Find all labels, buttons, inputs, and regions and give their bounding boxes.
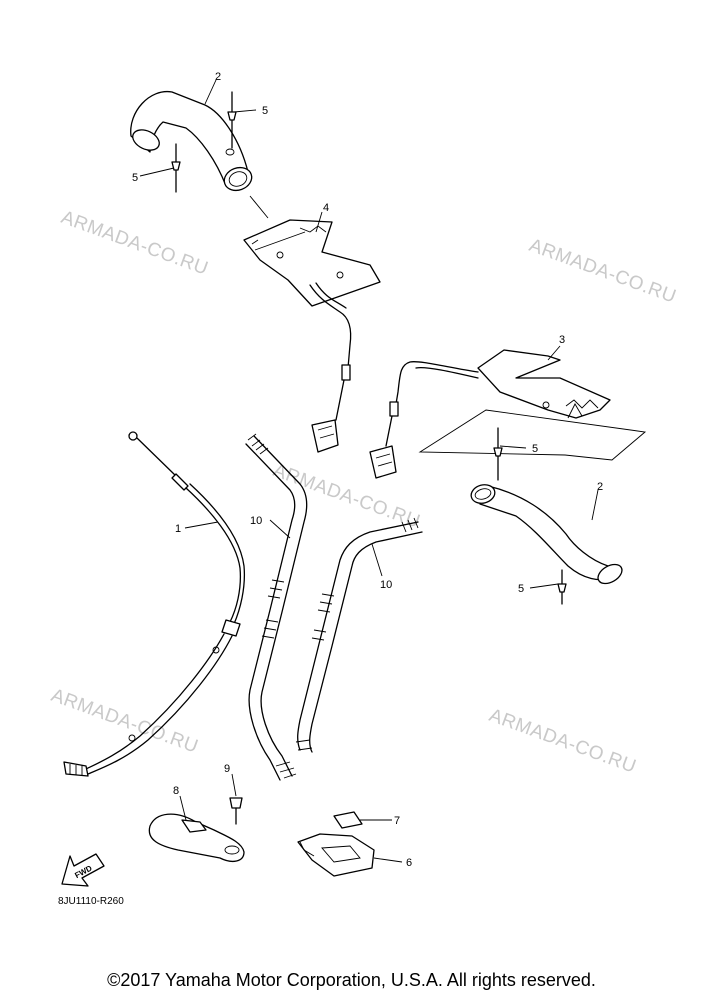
part-5-rivet-upper-1 xyxy=(227,91,237,149)
part-10-hose-right xyxy=(295,517,423,753)
part-9-screw xyxy=(229,797,243,825)
callout-5-right-1: 5 xyxy=(532,443,538,455)
callout-2-right: 2 xyxy=(597,481,603,493)
callout-5-upper-2: 5 xyxy=(132,172,138,184)
part-1-cable xyxy=(63,431,246,777)
callout-7: 7 xyxy=(394,815,400,827)
callout-4: 4 xyxy=(323,202,329,214)
part-5-rivet-right-1 xyxy=(493,427,503,481)
part-2-right-grip xyxy=(470,484,623,585)
part-5-rivet-upper-2 xyxy=(171,143,181,193)
fwd-arrow-icon: FWD xyxy=(61,853,105,887)
callout-5-right-2: 5 xyxy=(518,583,524,595)
part-4-upper-switch xyxy=(243,219,381,453)
callout-10-left: 10 xyxy=(250,515,262,527)
copyright-notice: ©2017 Yamaha Motor Corporation, U.S.A. A… xyxy=(107,970,596,990)
part-6-bracket xyxy=(297,833,375,877)
callout-10-right: 10 xyxy=(380,579,392,591)
callout-3: 3 xyxy=(559,334,565,346)
part-2-upper-grip xyxy=(130,91,253,192)
watermark-1: ARMADA-CO.RU xyxy=(58,207,211,280)
leader-lines xyxy=(139,79,599,863)
part-10-hose-left xyxy=(245,433,308,781)
callout-8: 8 xyxy=(173,785,179,797)
watermark-2: ARMADA-CO.RU xyxy=(526,235,679,308)
callout-5-upper-1: 5 xyxy=(262,105,268,117)
watermark-5: ARMADA-CO.RU xyxy=(486,705,639,778)
callout-2-upper: 2 xyxy=(215,71,221,83)
callout-6: 6 xyxy=(406,857,412,869)
callout-1: 1 xyxy=(175,523,181,535)
part-8-lever-holder xyxy=(148,813,245,863)
part-3-right-switch xyxy=(369,349,647,479)
callouts: 2 5 5 4 3 5 2 5 1 10 10 9 8 7 6 xyxy=(132,71,603,869)
part-7-pad xyxy=(333,811,363,829)
watermarks: ARMADA-CO.RU ARMADA-CO.RU ARMADA-CO.RU A… xyxy=(48,207,679,778)
part-5-rivet-right-2 xyxy=(557,569,567,605)
drawing-code: 8JU1110-R260 xyxy=(58,896,124,907)
callout-9: 9 xyxy=(224,763,230,775)
